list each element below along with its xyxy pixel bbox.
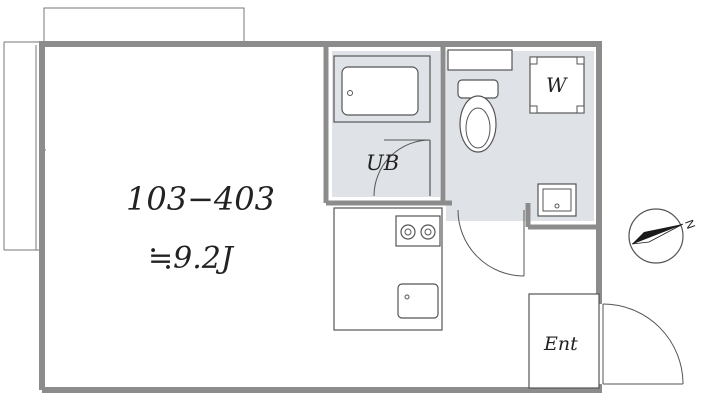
interior-walls (323, 44, 599, 230)
bathtub (341, 66, 419, 116)
burner-right (420, 224, 436, 240)
compass-icon: N (628, 208, 698, 264)
unit-number: 103−403 (126, 180, 275, 218)
kitchen (333, 207, 443, 331)
washer-pan (529, 56, 585, 114)
bathtub-drain (347, 90, 353, 96)
entrance: Ent (528, 293, 684, 389)
unit-bath-label: UB (366, 151, 399, 175)
toilet-bowl (459, 95, 497, 153)
bath-door-swing (373, 139, 431, 197)
burner-left (400, 224, 416, 240)
compass-north-label: N (682, 218, 698, 231)
entrance-door-swing (602, 303, 684, 385)
entrance-label: Ent (543, 333, 578, 355)
unit-bath: UB (333, 55, 431, 197)
toilet-door (457, 209, 525, 277)
stove (395, 215, 441, 247)
kitchen-sink (397, 283, 439, 319)
room-size: ≒9.2J (148, 241, 235, 276)
washer-label: W (546, 73, 568, 97)
toilet-area: W (447, 49, 585, 217)
shelf (447, 49, 513, 71)
toilet-tank (457, 79, 499, 99)
